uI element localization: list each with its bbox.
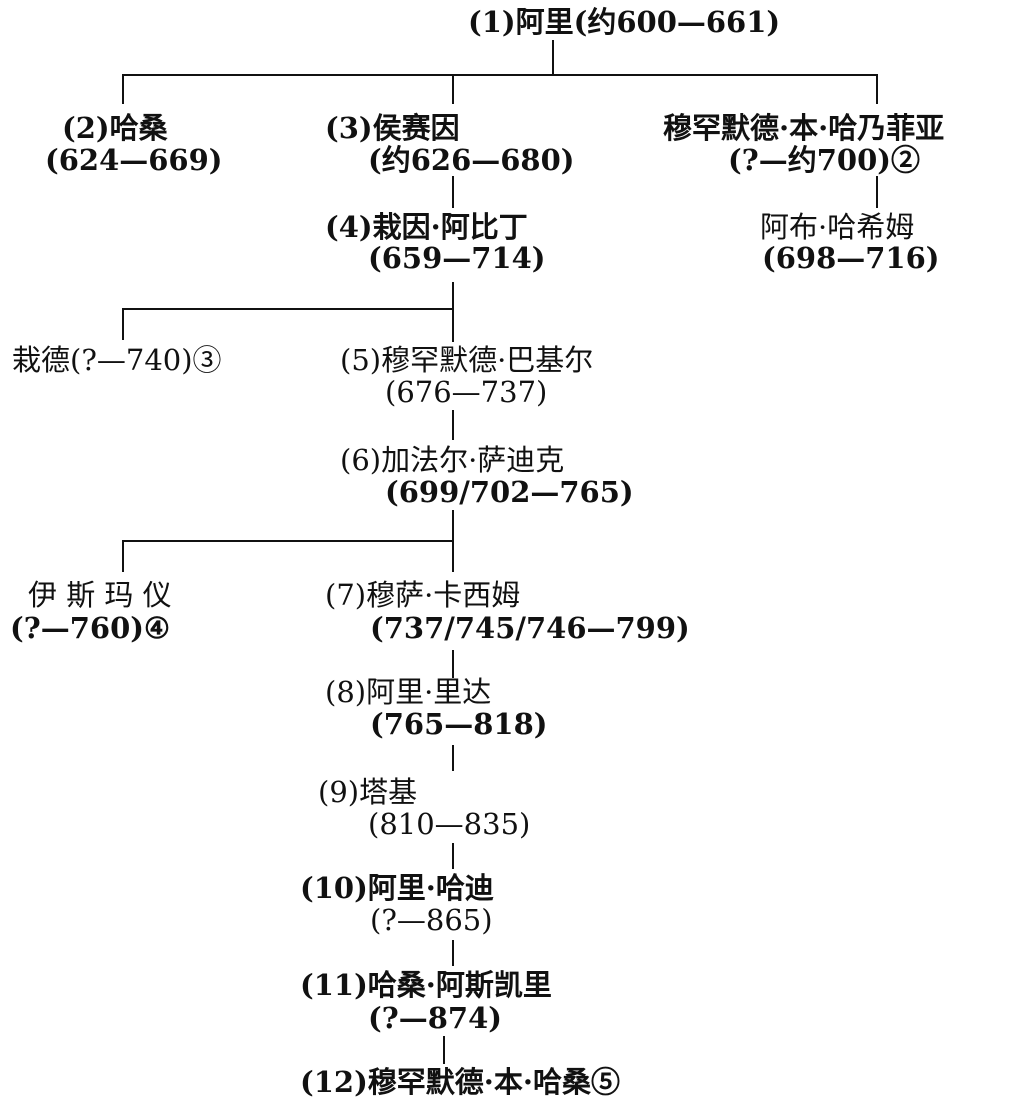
connector <box>452 650 454 678</box>
node-taqi: (9)塔基 <box>318 775 418 809</box>
connector <box>443 1036 445 1064</box>
node-rida-dates: (765—818) <box>370 707 548 741</box>
connector <box>122 540 454 542</box>
node-hadi-dates: (?—865) <box>370 903 493 937</box>
connector <box>876 74 878 104</box>
node-sadiq-dates: (699/702—765) <box>385 475 634 509</box>
connector <box>876 176 878 208</box>
node-muhammad-ibn-hasan: (12)穆罕默德·本·哈桑⑤ <box>300 1065 620 1099</box>
node-askari-dates: (?—874) <box>368 1001 502 1035</box>
node-zayd: 栽德(?—740)③ <box>12 343 222 377</box>
node-baqir-dates: (676—737) <box>385 375 548 409</box>
connector <box>552 40 554 75</box>
node-ismail: 伊 斯 玛 仪 <box>28 578 172 612</box>
node-hadi: (10)阿里·哈迪 <box>300 871 494 905</box>
node-kazim-dates: (737/745/746—799) <box>370 611 690 645</box>
connector <box>452 176 454 208</box>
node-ali: (1)阿里(约600—661) <box>468 5 781 39</box>
connector <box>122 540 124 572</box>
connector <box>452 410 454 440</box>
connector <box>452 940 454 966</box>
node-baqir: (5)穆罕默德·巴基尔 <box>340 343 594 377</box>
node-husayn: (3)侯赛因 <box>325 111 460 145</box>
connector <box>122 308 454 310</box>
node-abu-hashim-dates: (698—716) <box>762 241 940 275</box>
connector <box>122 74 878 76</box>
node-zayn-al-abidin: (4)栽因·阿比丁 <box>325 210 528 244</box>
node-kazim: (7)穆萨·卡西姆 <box>325 578 521 612</box>
connector <box>122 308 124 340</box>
node-zayn-al-abidin-dates: (659—714) <box>368 241 546 275</box>
node-rida: (8)阿里·里达 <box>325 675 492 709</box>
node-taqi-dates: (810—835) <box>368 807 531 841</box>
connector <box>122 74 124 104</box>
connector <box>452 282 454 342</box>
node-hanafiyya-dates: (?—约700)② <box>728 143 920 177</box>
node-hanafiyya: 穆罕默德·本·哈乃菲亚 <box>663 111 945 145</box>
node-husayn-dates: (约626—680) <box>368 143 575 177</box>
node-askari: (11)哈桑·阿斯凯里 <box>300 968 552 1002</box>
node-ismail-dates: (?—760)④ <box>10 611 170 645</box>
node-hasan: (2)哈桑 <box>62 111 168 145</box>
node-hasan-dates: (624—669) <box>45 143 223 177</box>
connector <box>452 745 454 771</box>
connector <box>452 74 454 104</box>
node-abu-hashim: 阿布·哈希姆 <box>760 210 915 244</box>
connector <box>452 843 454 869</box>
node-sadiq: (6)加法尔·萨迪克 <box>340 443 565 477</box>
